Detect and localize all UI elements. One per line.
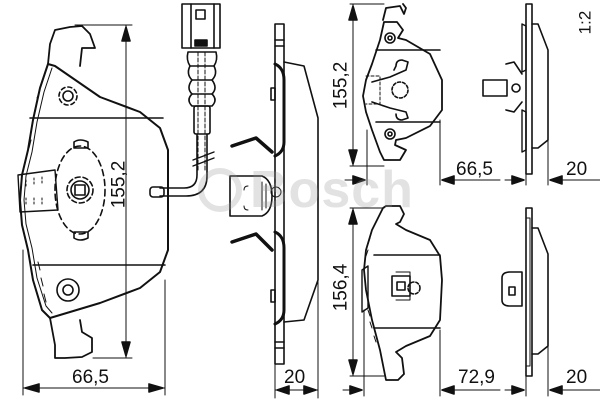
- bottom-right-pad-height-label: 156,4: [330, 263, 352, 312]
- top-right-pad-width-label: 66,5: [456, 159, 493, 180]
- scale-label: 1:2: [575, 10, 595, 35]
- side-view-thickness-label: 20: [284, 367, 306, 388]
- bottom-right-pad-side-view: [501, 207, 600, 397]
- large-pad-height-label: 155,2: [108, 160, 130, 209]
- bottom-right-pad-front-view: [342, 205, 501, 397]
- top-right-pad-height-label: 155,2: [330, 61, 352, 110]
- bottom-right-pad-width-label: 72,9: [458, 367, 495, 388]
- brand-watermark: Bosch: [250, 161, 414, 219]
- large-pad-width-label: 66,5: [72, 367, 109, 388]
- top-right-pad-thickness-label: 20: [566, 159, 588, 180]
- pad-side-view: [229, 23, 319, 399]
- large-pad-front-view: [17, 24, 169, 396]
- bottom-right-pad-thickness-label: 20: [566, 367, 588, 388]
- copyright-circle-icon: [198, 168, 242, 212]
- top-right-pad-side-view: [482, 3, 600, 186]
- top-right-pad-front-view: [344, 3, 501, 186]
